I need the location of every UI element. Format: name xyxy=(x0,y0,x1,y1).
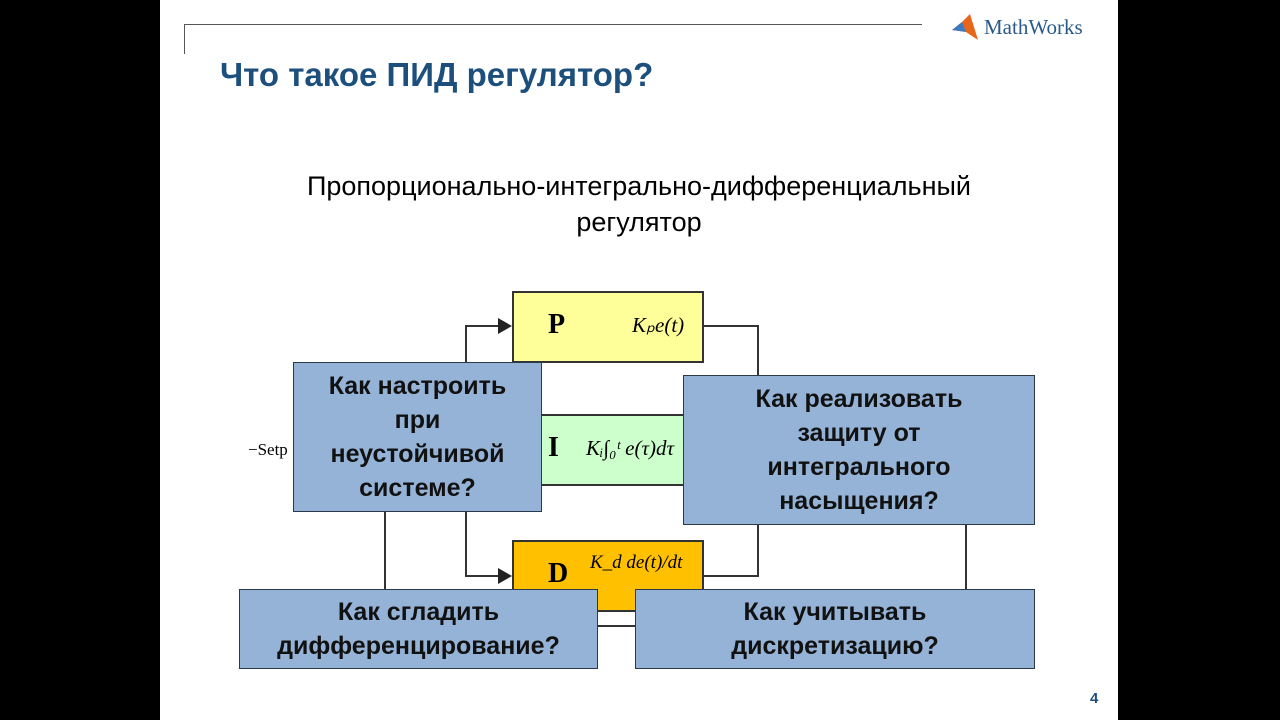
d-letter: D xyxy=(548,558,569,589)
i-block: I Kᵢ∫₀ᵗ e(τ)dτ xyxy=(512,414,704,486)
mathworks-logo: MathWorks xyxy=(950,12,1083,42)
question-discretization: Как учитывать дискретизацию? xyxy=(635,589,1035,669)
i-letter: I xyxy=(548,432,559,463)
arrowhead-icon xyxy=(498,568,512,584)
p-formula: Kₚe(t) xyxy=(632,313,685,337)
feedback-line xyxy=(384,510,386,590)
header-rule-vertical xyxy=(184,24,185,54)
question-unstable-tuning: Как настроить при неустойчивой системе? xyxy=(293,362,542,512)
p-output-line xyxy=(703,325,758,327)
d-formula: K_d de(t)/dt xyxy=(590,552,683,573)
i-formula: Kᵢ∫₀ᵗ e(τ)dτ xyxy=(586,436,674,460)
subtitle: Пропорционально-интегрально-дифференциал… xyxy=(160,168,1118,240)
p-letter: P xyxy=(548,309,566,340)
d-output-line xyxy=(703,575,758,577)
arrow-to-p xyxy=(465,325,507,327)
arrow-to-d xyxy=(465,575,507,577)
output-line xyxy=(965,520,967,590)
setpoint-label: −Setp xyxy=(248,440,288,459)
page-title: Что такое ПИД регулятор? xyxy=(220,56,654,93)
slide: MathWorks Что такое ПИД регулятор? Пропо… xyxy=(160,0,1118,720)
p-block: P Kₚe(t) xyxy=(512,291,704,363)
question-anti-windup: Как реализовать защиту от интегрального … xyxy=(683,375,1035,525)
subtitle-line-1: Пропорционально-интегрально-дифференциал… xyxy=(306,171,972,201)
subtitle-line-2: регулятор xyxy=(576,207,702,237)
logo-text: MathWorks xyxy=(984,14,1083,39)
bottom-line xyxy=(590,625,640,627)
membrane-icon xyxy=(952,14,978,40)
header-rule xyxy=(184,24,922,25)
arrowhead-icon xyxy=(498,318,512,334)
page-number: 4 xyxy=(1090,690,1099,707)
question-derivative-filter: Как сгладить дифференцирование? xyxy=(239,589,598,669)
